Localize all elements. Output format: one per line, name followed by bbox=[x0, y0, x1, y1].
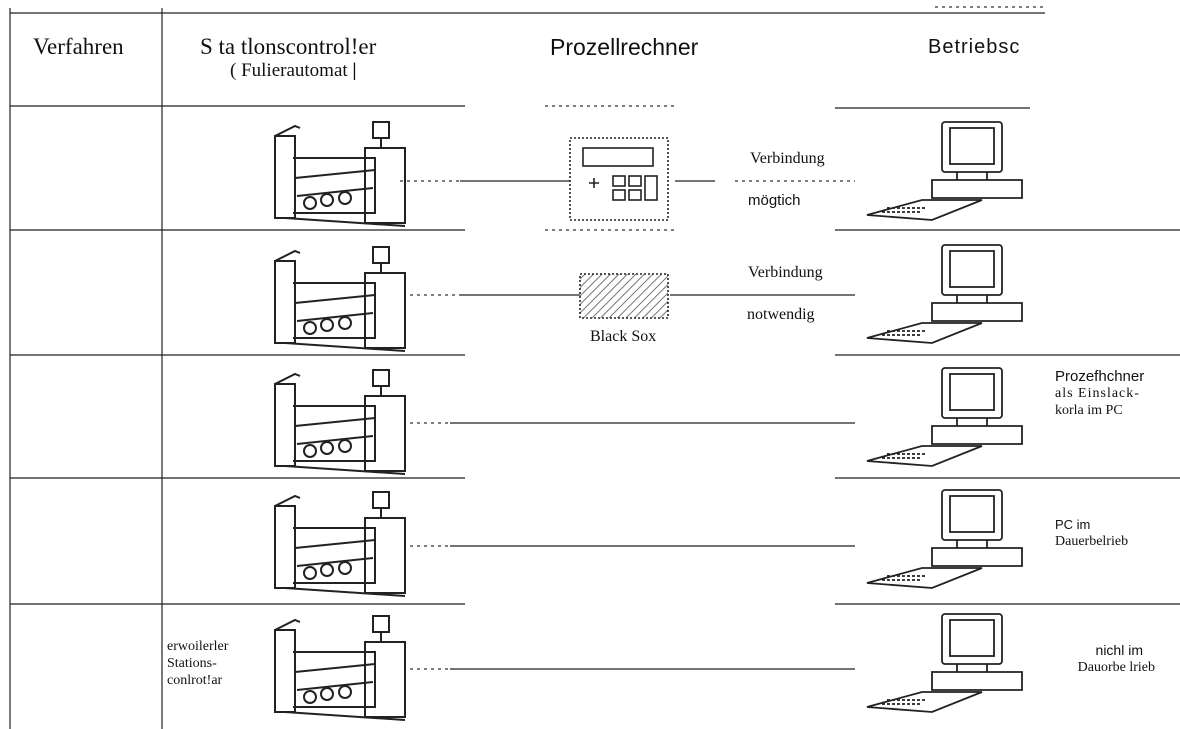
filling-machine-icon bbox=[274, 369, 406, 475]
header-stationscontroller-sub: ( Fulierautomat | bbox=[230, 60, 357, 81]
link-label-top: Verbindung bbox=[748, 264, 823, 281]
pc-workstation-icon bbox=[866, 613, 1023, 713]
black-box-icon bbox=[579, 273, 669, 319]
header-stationscontroller: S ta tlonscontrol!er bbox=[200, 34, 377, 59]
connector-line bbox=[670, 294, 855, 296]
pc-workstation-icon bbox=[866, 244, 1023, 344]
link-label-bottom: notwendig bbox=[747, 306, 815, 323]
station-note: erwoilerler Stations- conlrot!ar bbox=[167, 639, 229, 688]
pc-workstation-icon bbox=[866, 121, 1023, 221]
row-note: Prozefhchner als Einslack- korla im PC bbox=[1055, 368, 1145, 418]
filling-machine-icon bbox=[274, 121, 406, 227]
header-betrieb: Betriebsc bbox=[928, 36, 1021, 58]
pc-workstation-icon bbox=[866, 489, 1023, 589]
black-box-label: Black Sox bbox=[590, 328, 657, 345]
header-prozessrechner: Prozellrechner bbox=[550, 34, 699, 60]
terminal-icon bbox=[569, 137, 669, 221]
row-note: nichl im Dauorbe lrieb bbox=[1077, 642, 1155, 675]
filling-machine-icon bbox=[274, 615, 406, 721]
connector-line bbox=[675, 180, 855, 182]
filling-machine-icon bbox=[274, 246, 406, 352]
header-verfahren: Verfahren bbox=[33, 34, 124, 59]
link-label-top: Verbindung bbox=[750, 150, 825, 167]
link-label-bottom: mögtich bbox=[748, 192, 801, 209]
pc-workstation-icon bbox=[866, 367, 1023, 467]
connector-line bbox=[410, 294, 580, 296]
connector-line bbox=[400, 180, 570, 182]
filling-machine-icon bbox=[274, 491, 406, 597]
row-note: PC im Dauerbelrieb bbox=[1055, 517, 1129, 549]
connector-line bbox=[410, 545, 855, 547]
connector-line bbox=[410, 422, 855, 424]
connector-line bbox=[410, 668, 855, 670]
